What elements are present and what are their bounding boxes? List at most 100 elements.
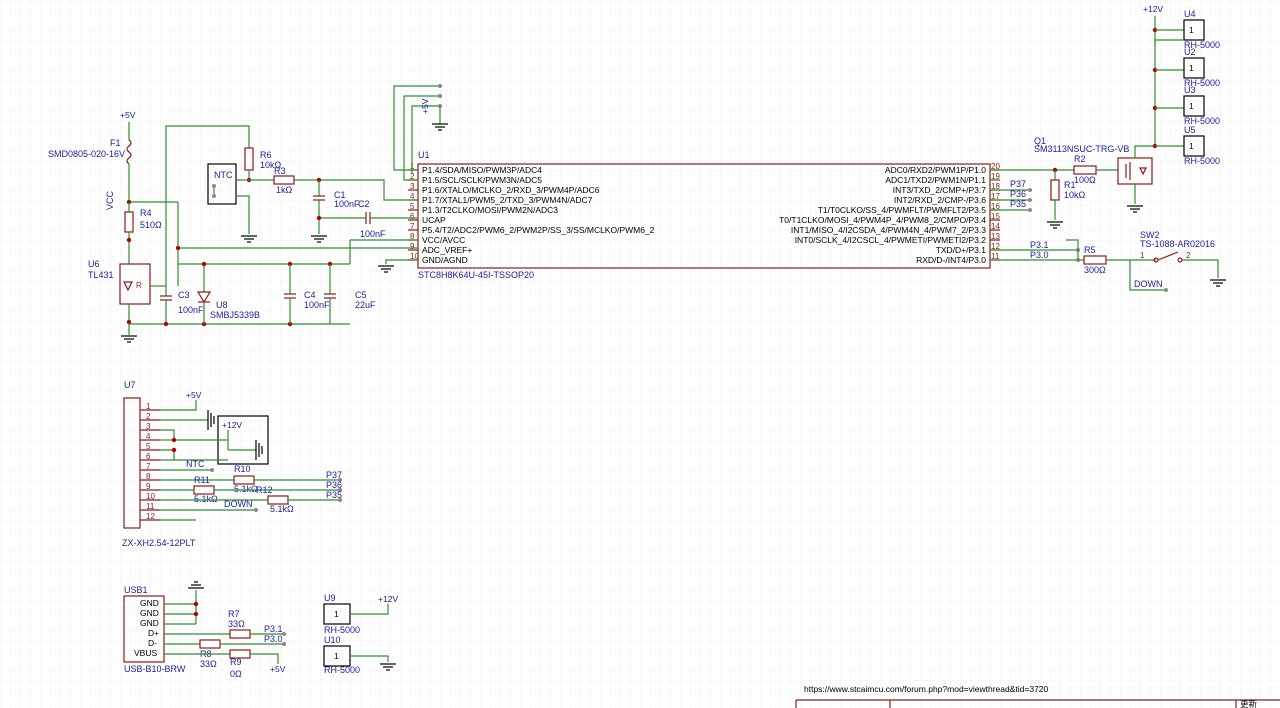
u1-pin-name: P1.7/XTAL1/PWM5_2/TXD_3/PWM4N/ADC7: [422, 195, 593, 205]
rh-val: RH-5000: [1184, 40, 1220, 50]
label-vcc: VCC: [105, 190, 115, 210]
usb-pin-gnd1: GND: [140, 598, 159, 608]
r11-val: 5.1kΩ: [194, 494, 218, 504]
label-p36-right: P36: [1010, 189, 1026, 199]
c5-ref: C5: [355, 290, 367, 300]
r1-val: 10kΩ: [1064, 190, 1086, 200]
usb-pin-gnd3: GND: [140, 618, 159, 628]
rh-ref: U3: [1184, 85, 1196, 95]
u9-pin: 1: [334, 609, 339, 619]
u1-pin-num: 4: [410, 192, 415, 201]
u9-ref: U9: [324, 593, 336, 603]
label-plus12-top: +12V: [1143, 4, 1163, 14]
u1-pin-num: 20: [991, 162, 1000, 171]
u1-pin-name: GND/AGND: [422, 255, 468, 265]
label-p31-right: P3.1: [1030, 240, 1049, 250]
u1-pin-num: 15: [991, 212, 1000, 221]
r11-ref: R11: [194, 475, 210, 485]
r6-val: 10kΩ: [260, 160, 282, 170]
u1-pin-name: P1.6/XTALO/MCLKO_2/RXD_3/PWM4P/ADC6: [422, 185, 600, 195]
u1-pin-name: INT3/TXD_2/CMP+/P3.7: [893, 185, 987, 195]
source-url: https://www.stcaimcu.com/forum.php?mod=v…: [804, 684, 1049, 694]
label-plus12-u9: +12V: [378, 594, 398, 604]
r9-val: 0Ω: [230, 669, 242, 679]
u1-pin-num: 12: [991, 242, 1000, 251]
usb-pin-dminus: D-: [148, 638, 157, 648]
label-plus5-usb: +5V: [270, 664, 286, 674]
u6-val: TL431: [88, 270, 114, 280]
u1-pin-name: ADC_VREF+: [422, 245, 472, 255]
label-ntc-u7: NTC: [186, 459, 205, 469]
usb-section[interactable]: USB1 USB-B10-BRW GND GND GND D+ D- VBUS …: [123, 581, 398, 679]
u7-pin-num: 5: [146, 442, 151, 451]
u1-pin-name: T1/T0CLKO/SS_4/PWMFLT/PWMFLT2/P3.5: [818, 205, 987, 215]
u6-ref: U6: [88, 259, 100, 269]
svg-text:2: 2: [1186, 251, 1191, 260]
c3-val: 100nF: [178, 305, 204, 315]
c1-val: 100nF: [334, 199, 360, 209]
rh-ref: U5: [1184, 125, 1196, 135]
u1-pin-num: 10: [410, 252, 419, 261]
u1-pin-num: 5: [410, 202, 415, 211]
r12-val: 5.1kΩ: [270, 504, 294, 514]
rh-ref: U2: [1184, 47, 1196, 57]
rh-pin: 1: [1189, 141, 1194, 151]
u1-pin-num: 14: [991, 222, 1000, 231]
rh-val: RH-5000: [1184, 156, 1220, 166]
u1-pin-name: P1.5/SCL/SCLK/PWM3N/ADC5: [422, 175, 542, 185]
u7-pin-num: 3: [146, 422, 151, 431]
u10-ref: U10: [324, 635, 341, 645]
u1-pin-name: P5.4/T2/ADC2/PWM6_2/PWM2P/SS_3/SS/MCLKO/…: [422, 225, 655, 235]
u1-pin-name: VCC/AVCC: [422, 235, 465, 245]
svg-text:R: R: [136, 281, 142, 290]
r5-val: 300Ω: [1084, 265, 1106, 275]
u1-top-wires: +5V: [393, 84, 448, 181]
label-plus5-u7: +5V: [186, 390, 202, 400]
u7-ref: U7: [124, 380, 136, 390]
c5-val: 22uF: [355, 300, 376, 310]
rh-pin: 1: [1189, 25, 1194, 35]
u7-pin-num: 1: [146, 402, 151, 411]
u1-pin-num: 8: [410, 232, 415, 241]
u7-pin-num: 12: [146, 512, 155, 521]
u1-pin-name: T0/T1CLKO/MOSI_4/PWM4P_4/PWM8_2/CMPO/P3.…: [779, 215, 986, 225]
u7-pin-num: 8: [146, 472, 151, 481]
u1-pin-num: 9: [410, 242, 415, 251]
r1-ref: R1: [1064, 180, 1076, 190]
u8-val: SMBJ5339B: [210, 310, 260, 320]
rh-val: RH-5000: [1184, 116, 1220, 126]
rh-val: RH-5000: [1184, 78, 1220, 88]
ntc-box-label: NTC: [214, 170, 233, 180]
label-p37-u7: P37: [326, 470, 342, 480]
sw2-val: TS-1088-AR02016: [1140, 239, 1215, 249]
label-down-right: DOWN: [1134, 279, 1163, 289]
power-section: +5V F1 SMD0805-020-16V VCC R4 510Ω R U6 …: [48, 110, 418, 343]
label-plus12-u7: +12V: [222, 420, 242, 430]
title-fragment: 更新: [1240, 699, 1258, 708]
u1-pin-num: 19: [991, 172, 1000, 181]
u7-val: ZX-XH2.54-12PLT: [122, 538, 196, 548]
r4-val: 510Ω: [140, 220, 162, 230]
r12-ref: R12: [256, 485, 273, 495]
u7-pin-num: 4: [146, 432, 151, 441]
usb-val: USB-B10-BRW: [124, 664, 186, 674]
u1-pin-num: 3: [410, 182, 415, 191]
usb-pin-gnd2: GND: [140, 608, 159, 618]
u1-pin-num: 16: [991, 202, 1000, 211]
c4-ref: C4: [304, 290, 316, 300]
c2-val: 100nF: [360, 229, 386, 239]
u1-pin-name: INT1/MISO_4/I2CSDA_4/PWM4N_4/PWM7_2/P3.3: [791, 225, 986, 235]
r5-ref: R5: [1084, 245, 1096, 255]
u9-val: RH-5000: [324, 625, 360, 635]
r8-val: 33Ω: [200, 659, 217, 669]
rh-pin: 1: [1189, 63, 1194, 73]
u1-ref: U1: [418, 150, 430, 160]
u10-val: RH-5000: [324, 665, 360, 675]
r10-val: 5.1kΩ: [234, 484, 258, 494]
c4-val: 100nF: [304, 300, 330, 310]
usb-pin-vbus: VBUS: [134, 648, 157, 658]
